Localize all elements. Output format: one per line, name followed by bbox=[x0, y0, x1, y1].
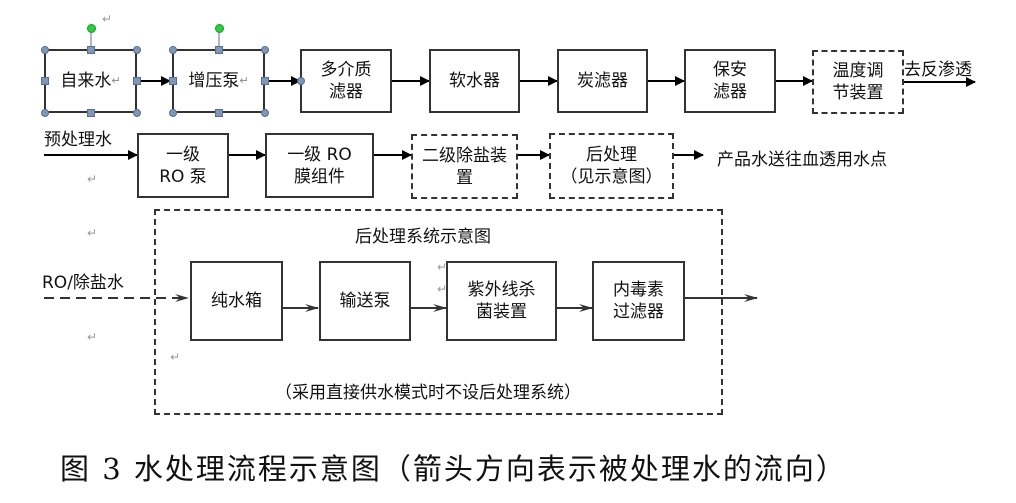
process-box-primary-ro-membrane[interactable]: 一级 RO 膜组件 bbox=[265, 133, 374, 198]
process-box-softener[interactable]: 软水器 bbox=[429, 49, 520, 113]
process-box-primary-ro-pump[interactable]: 一级 RO 泵 bbox=[137, 133, 229, 198]
box-label: 自来水 bbox=[60, 71, 112, 91]
box-label: 温度调 节装置 bbox=[832, 61, 884, 103]
box-label: 二级除盐装 置 bbox=[422, 145, 507, 188]
process-box-uv-sterilizer[interactable]: 紫外线杀 菌装置 bbox=[446, 261, 557, 341]
box-label: 后处理 （见示意图） bbox=[560, 145, 663, 187]
resize-handle-icon[interactable] bbox=[169, 77, 177, 85]
paragraph-mark-icon: ↵ bbox=[437, 260, 448, 274]
connection-point-icon[interactable] bbox=[297, 77, 305, 85]
process-box-multimedia-filter[interactable]: 多介质 滤器 bbox=[300, 49, 392, 113]
post-treatment-region-note: （采用直接供水模式时不设后处理系统） bbox=[275, 383, 581, 403]
rotate-handle-icon[interactable] bbox=[215, 24, 224, 33]
rotate-handle-icon[interactable] bbox=[87, 24, 96, 33]
product-water-label: 产品水送往血透用水点 bbox=[717, 150, 887, 170]
post-treatment-system-region bbox=[154, 209, 723, 415]
resize-handle-icon[interactable] bbox=[261, 46, 269, 54]
process-box-secondary-desalination[interactable]: 二级除盐装 置 bbox=[411, 134, 518, 199]
selection-connector-lines bbox=[90, 33, 220, 49]
resize-handle-icon[interactable] bbox=[169, 109, 177, 117]
paragraph-mark-icon: ↵ bbox=[111, 74, 121, 87]
paragraph-mark-icon: ↵ bbox=[239, 74, 249, 87]
box-label: 一级 RO 膜组件 bbox=[287, 144, 352, 187]
resize-handle-icon[interactable] bbox=[41, 109, 49, 117]
to-reverse-osmosis-label: 去反渗透 bbox=[904, 60, 972, 80]
paragraph-mark-icon: ↵ bbox=[170, 350, 181, 364]
paragraph-mark-icon: ↵ bbox=[87, 226, 98, 240]
post-treatment-region-title: 后处理系统示意图 bbox=[355, 227, 491, 247]
resize-handle-icon[interactable] bbox=[133, 46, 141, 54]
box-label: 炭滤器 bbox=[577, 71, 628, 91]
process-box-endotoxin-filter[interactable]: 内毒素 过滤器 bbox=[592, 261, 685, 341]
process-box-security-filter[interactable]: 保安 滤器 bbox=[684, 49, 776, 113]
box-label: 内毒素 过滤器 bbox=[613, 280, 664, 322]
paragraph-mark-icon: ↵ bbox=[87, 172, 98, 186]
resize-handle-icon[interactable] bbox=[87, 109, 95, 117]
paragraph-mark-icon: ↵ bbox=[437, 282, 448, 296]
resize-handle-icon[interactable] bbox=[87, 46, 95, 54]
box-label: 软水器 bbox=[449, 71, 500, 91]
paragraph-mark-icon: ↵ bbox=[102, 12, 113, 26]
figure-caption: 图 3 水处理流程示意图（箭头方向表示被处理水的流向） bbox=[60, 452, 847, 486]
process-box-carbon-filter[interactable]: 炭滤器 bbox=[557, 49, 648, 113]
process-box-booster-pump[interactable]: 增压泵↵ bbox=[172, 49, 265, 113]
resize-handle-icon[interactable] bbox=[133, 77, 141, 85]
resize-handle-icon[interactable] bbox=[133, 109, 141, 117]
box-label: 增压泵 bbox=[188, 71, 240, 91]
ro-desalinated-water-label: RO/除盐水 bbox=[42, 273, 124, 293]
resize-handle-icon[interactable] bbox=[41, 77, 49, 85]
resize-handle-icon[interactable] bbox=[41, 46, 49, 54]
resize-handle-icon[interactable] bbox=[215, 46, 223, 54]
box-label: 紫外线杀 菌装置 bbox=[467, 280, 536, 322]
process-box-post-treatment[interactable]: 后处理 （见示意图） bbox=[549, 133, 674, 199]
box-label: 纯水箱 bbox=[211, 291, 262, 311]
box-label: 多介质 滤器 bbox=[320, 60, 372, 102]
resize-handle-icon[interactable] bbox=[169, 46, 177, 54]
box-label: 输送泵 bbox=[339, 291, 391, 311]
box-label: 保安 滤器 bbox=[713, 60, 747, 102]
box-label: 一级 RO 泵 bbox=[159, 144, 207, 187]
process-box-delivery-pump[interactable]: 输送泵 bbox=[319, 261, 411, 341]
paragraph-mark-icon: ↵ bbox=[87, 330, 98, 344]
resize-handle-icon[interactable] bbox=[261, 77, 269, 85]
resize-handle-icon[interactable] bbox=[261, 109, 269, 117]
resize-handle-icon[interactable] bbox=[215, 109, 223, 117]
process-box-temperature-regulator[interactable]: 温度调 节装置 bbox=[812, 50, 904, 114]
process-box-pure-water-tank[interactable]: 纯水箱 bbox=[190, 261, 283, 341]
pretreated-water-label: 预处理水 bbox=[44, 130, 112, 150]
